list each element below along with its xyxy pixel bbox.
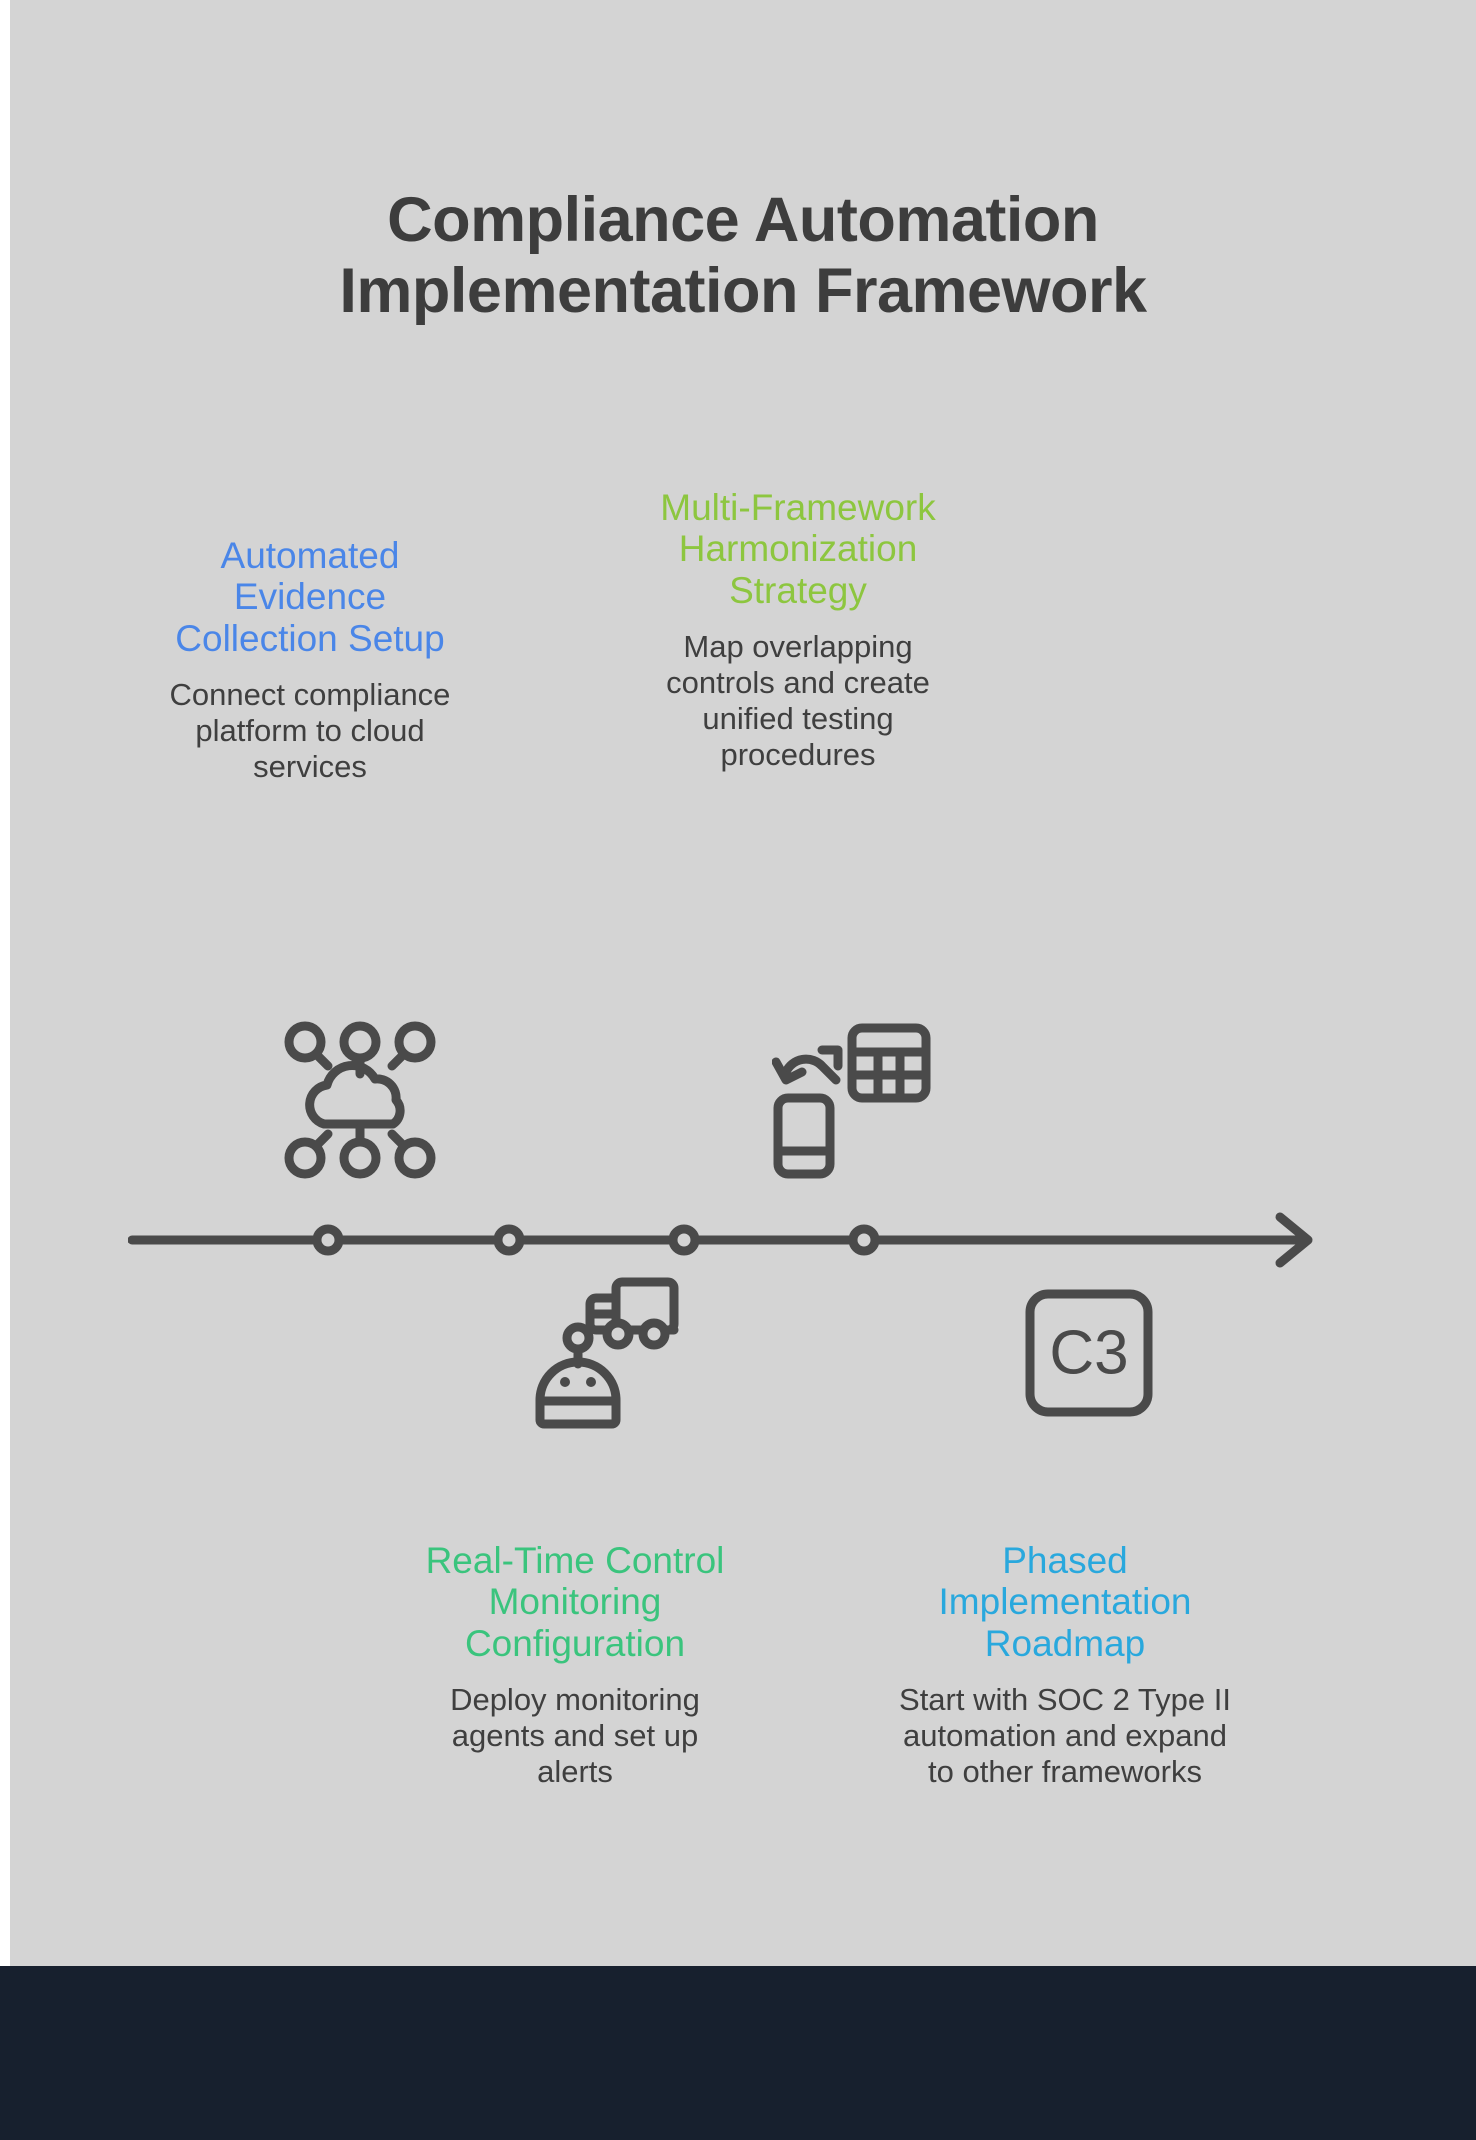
timeline-node-3 (668, 1224, 700, 1256)
milestone-description-1: Connect compliance platform to cloud ser… (169, 677, 451, 785)
axis-arrowhead (1275, 1212, 1313, 1268)
page-title-line-1: Compliance Automation (387, 185, 1099, 255)
milestone-block-3: Real-Time Control Monitoring Configurati… (410, 1540, 740, 1790)
milestone-block-2: Multi-Framework Harmonization Strategy M… (633, 487, 963, 773)
cloud-network-icon (280, 1020, 440, 1180)
timeline-node-4 (848, 1224, 880, 1256)
milestone-block-1: Automated Evidence Collection Setup Conn… (150, 535, 470, 785)
c3-badge-icon: C3 (1024, 1288, 1154, 1418)
c3-badge-label: C3 (1049, 1319, 1128, 1388)
milestone-heading-1: Automated Evidence Collection Setup (175, 535, 445, 659)
poster-canvas: Compliance Automation Implementation Fra… (10, 0, 1476, 1966)
timeline-node-1 (312, 1224, 344, 1256)
page-title-line-2: Implementation Framework (339, 256, 1147, 327)
milestone-description-4: Start with SOC 2 Type II automation and … (899, 1682, 1231, 1790)
robot-truck-icon (532, 1272, 692, 1432)
milestone-description-3: Deploy monitoring agents and set up aler… (450, 1682, 700, 1790)
footer-band (0, 1966, 1476, 2140)
milestone-heading-3: Real-Time Control Monitoring Configurati… (425, 1540, 725, 1664)
timeline-node-2 (493, 1224, 525, 1256)
milestone-description-2: Map overlapping controls and create unif… (666, 629, 930, 773)
data-sync-icon (772, 1020, 932, 1180)
milestone-heading-4: Phased Implementation Roadmap (938, 1540, 1192, 1664)
milestone-heading-2: Multi-Framework Harmonization Strategy (660, 487, 936, 611)
page-title: Compliance Automation Implementation Fra… (10, 185, 1476, 327)
milestone-block-4: Phased Implementation Roadmap Start with… (890, 1540, 1240, 1790)
timeline-axis (128, 1205, 1328, 1275)
